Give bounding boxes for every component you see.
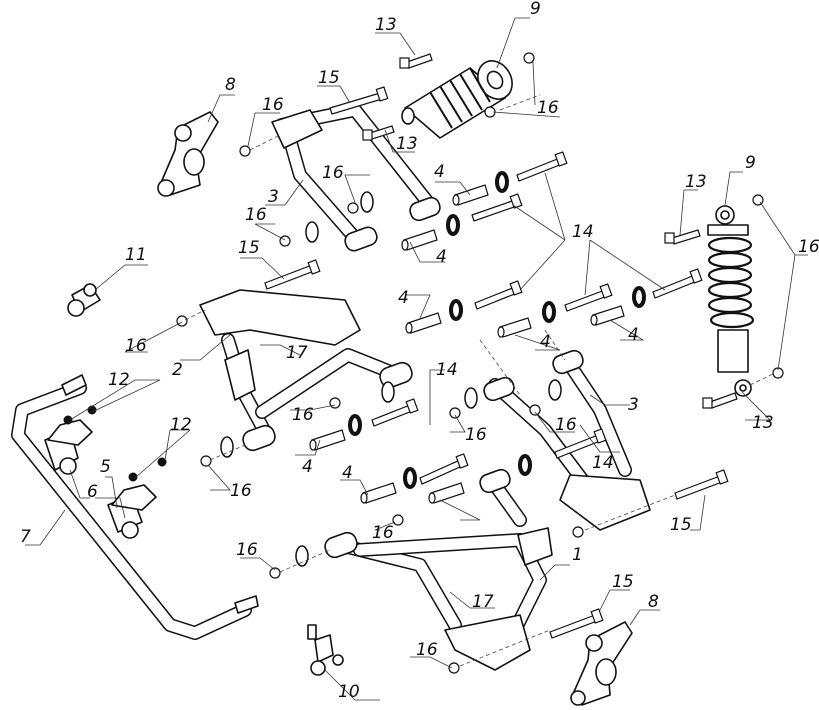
callout-14: 14 xyxy=(572,222,594,242)
callout-16: 16 xyxy=(372,523,394,543)
callout-8: 8 xyxy=(225,75,236,95)
callout-16: 16 xyxy=(322,163,344,183)
callout-14: 14 xyxy=(436,360,458,380)
callout-4: 4 xyxy=(436,247,447,267)
callout-7: 7 xyxy=(20,527,31,547)
bolts xyxy=(264,53,738,639)
callout-15: 15 xyxy=(238,238,260,258)
callout-16: 16 xyxy=(236,540,258,560)
stabilizer-bar xyxy=(11,374,259,640)
callout-13: 13 xyxy=(685,172,707,192)
callout-14: 14 xyxy=(592,453,614,473)
callout-17: 17 xyxy=(286,343,308,363)
callout-17: 17 xyxy=(472,592,494,612)
callout-13: 13 xyxy=(396,134,418,154)
callout-4: 4 xyxy=(434,162,445,182)
callout-9: 9 xyxy=(530,0,541,19)
tie-rod-end-10 xyxy=(307,624,344,676)
callout-11: 11 xyxy=(125,245,147,265)
callout-12: 12 xyxy=(108,370,130,390)
callout-16: 16 xyxy=(262,95,284,115)
upper-a-arm-top xyxy=(271,103,441,252)
callout-16: 16 xyxy=(125,336,147,356)
callout-4: 4 xyxy=(398,288,409,308)
callout-4: 4 xyxy=(540,332,551,352)
callout-16: 16 xyxy=(245,205,267,225)
callout-6: 6 xyxy=(87,482,98,502)
a-arm-2 xyxy=(199,289,413,452)
callout-13: 13 xyxy=(375,15,397,35)
callout-4: 4 xyxy=(342,463,353,483)
callout-15: 15 xyxy=(612,572,634,592)
knuckle-lower-right xyxy=(570,621,633,706)
callout-13: 13 xyxy=(752,413,774,433)
leader-lines xyxy=(25,17,808,701)
callout-16: 16 xyxy=(465,425,487,445)
shock-absorber-right xyxy=(707,205,755,397)
sleeves xyxy=(309,184,625,504)
callout-8: 8 xyxy=(648,592,659,612)
callout-5: 5 xyxy=(100,457,111,477)
callout-15: 15 xyxy=(318,68,340,88)
shock-absorber-upper xyxy=(401,60,513,139)
callout-12: 12 xyxy=(170,415,192,435)
callout-16: 16 xyxy=(555,415,577,435)
callout-labels: 13 9 15 8 16 16 13 3 16 16 4 4 13 9 15 1… xyxy=(20,0,819,702)
callout-3: 3 xyxy=(628,395,639,415)
callout-4: 4 xyxy=(628,325,639,345)
callout-16: 16 xyxy=(416,640,438,660)
callout-3: 3 xyxy=(268,187,279,207)
nuts xyxy=(176,52,784,674)
callout-4: 4 xyxy=(302,457,313,477)
callout-9: 9 xyxy=(745,153,756,173)
callout-16: 16 xyxy=(230,481,252,501)
washers xyxy=(220,171,646,567)
callout-10: 10 xyxy=(338,682,360,702)
ball-joint-11 xyxy=(67,283,101,317)
lower-a-arm-1 xyxy=(324,468,553,671)
a-arm-3-right xyxy=(483,349,651,531)
callout-15: 15 xyxy=(670,515,692,535)
callout-16: 16 xyxy=(798,237,819,257)
knuckle-upper-left xyxy=(157,111,219,197)
callout-16: 16 xyxy=(537,98,559,118)
callout-1: 1 xyxy=(572,545,583,565)
assembly-lines xyxy=(184,94,776,667)
callout-16: 16 xyxy=(292,405,314,425)
callout-2: 2 xyxy=(172,360,183,380)
